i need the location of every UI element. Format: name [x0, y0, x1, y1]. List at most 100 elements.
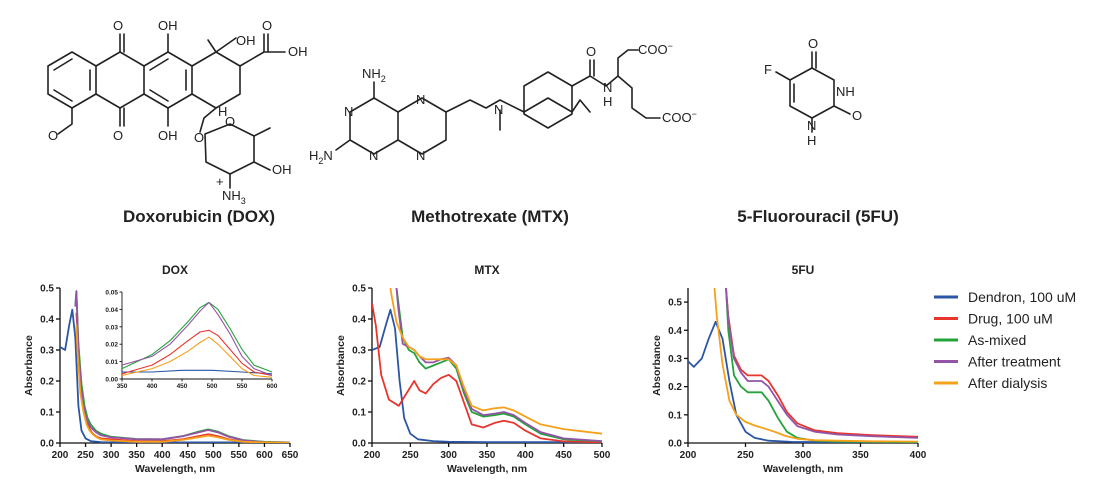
mtx-ylabel: Absorbance [335, 335, 347, 396]
dox-atom-oh5: OH [272, 162, 292, 177]
dox-inset-y-tick-label: 0.05 [105, 290, 118, 297]
fu-series-dendron-100-um [688, 320, 918, 443]
fu-y-tick-label: 0.3 [668, 354, 682, 365]
dox-series-after-treatment [74, 290, 291, 443]
mtx-y-tick-label: 0.0 [352, 439, 366, 450]
chart-5fu: 200 250 300 350 400 0.0 0.1 0.2 0.3 0.4 0.5 5FU Wave… [651, 263, 927, 475]
dox-xlabel: Wavelength, nm [135, 463, 215, 475]
dox-atom-oh4: OH [158, 128, 178, 143]
dox-x-tick-label: 500 [205, 450, 222, 461]
dox-inset-x-tick-label: 500 [207, 383, 218, 390]
dox-series-after-dialysis [75, 325, 291, 443]
mtx-atom-n4: N [416, 148, 425, 163]
dox-atom-ome: O [48, 128, 58, 143]
fu-x-tick-label: 300 [795, 450, 812, 461]
dox-x-tick-label: 450 [179, 450, 196, 461]
dox-inset-y-tick-label: 0.04 [105, 307, 118, 314]
mtx-atom-nh2: NH2 [362, 66, 386, 84]
mtx-series-after-treatment [395, 287, 603, 442]
dox-atom-nh3: NH3 [222, 188, 246, 206]
mtx-xlabel: Wavelength, nm [447, 463, 527, 475]
fu-y-tick-label: 0.1 [668, 410, 682, 421]
fu-y-tick-label: 0.5 [668, 298, 682, 309]
dox-y-tick-label: 0.0 [40, 439, 54, 450]
dox-y-tick-label: 0.4 [40, 315, 54, 326]
dox-inset-series-as-mixed [122, 301, 273, 373]
fu-ylabel: Absorbance [651, 335, 663, 396]
mtx-name: Methotrexate (MTX) [411, 207, 569, 226]
fu-y-tick-label: 0.0 [668, 439, 682, 450]
dox-x-tick-label: 200 [52, 450, 69, 461]
legend-label-dendron-100-um: Dendron, 100 uM [968, 289, 1076, 305]
dox-inset-series-dendron-100-um [122, 369, 273, 375]
dox-inset-y-tick-label: 0.02 [105, 342, 118, 349]
dox-atom-oh3: OH [236, 33, 256, 48]
fu-x-tick-label: 400 [910, 450, 927, 461]
mtx-y-tick-label: 0.3 [352, 346, 366, 357]
legend-label-after-treatment: After treatment [968, 354, 1061, 370]
mtx-atom-coo1: COO− [638, 41, 673, 57]
dox-atom-o3: O [113, 128, 123, 143]
fu-series-after-treatment [725, 287, 919, 439]
mtx-series-drug-100-um [372, 303, 603, 443]
dox-atom-oh1: OH [158, 18, 178, 33]
dox-y-tick-label: 0.2 [40, 377, 54, 388]
fu-y-tick-label: 0.4 [668, 326, 682, 337]
dox-inset-x-tick-label: 400 [147, 383, 158, 390]
fu-atom-nh: NH [836, 84, 855, 99]
fu-atom-n: N [807, 118, 816, 133]
fu-y-tick-label: 0.2 [668, 382, 682, 393]
mtx-x-tick-label: 350 [479, 450, 496, 461]
fu-structure: F O NH O N H [764, 36, 862, 148]
fu-x-tick-label: 200 [680, 450, 697, 461]
fu-name: 5-Fluorouracil (5FU) [737, 207, 899, 226]
dox-inset-x-tick-label: 600 [267, 383, 278, 390]
dox-atom-o4: O [194, 130, 204, 145]
dox-y-tick-label: 0.5 [40, 284, 54, 295]
mtx-y-tick-label: 0.1 [352, 408, 366, 419]
fu-series-as-mixed [725, 287, 919, 443]
dox-inset-y-tick-label: 0.01 [105, 359, 118, 366]
mtx-series-dendron-100-um [372, 308, 602, 443]
dox-inset-y-tick-label: 0.03 [105, 324, 118, 331]
dox-x-tick-label: 350 [128, 450, 145, 461]
legend-label-as-mixed: As-mixed [968, 332, 1026, 348]
mtx-x-tick-label: 450 [555, 450, 572, 461]
fu-title: 5FU [792, 263, 815, 277]
dox-atom-nh3-charge: + [216, 174, 224, 189]
dox-atom-h: H [218, 104, 227, 119]
dox-atom-o2: O [262, 18, 272, 33]
dox-inset-x-tick-label: 450 [177, 383, 188, 390]
mtx-series-as-mixed [395, 287, 603, 443]
mtx-atom-n3: N [416, 92, 425, 107]
mtx-structure: NH2 N N N N H2N N O N H COO− COO− [309, 41, 697, 166]
dox-atom-o5: O [225, 114, 235, 129]
dox-ylabel: Absorbance [23, 335, 35, 396]
fu-atom-o2: O [852, 108, 862, 123]
mtx-series-after-dialysis [389, 287, 603, 435]
fu-x-tick-label: 250 [737, 450, 754, 461]
mtx-y-tick-label: 0.4 [352, 315, 366, 326]
dox-x-tick-label: 250 [77, 450, 94, 461]
fu-x-tick-label: 350 [852, 450, 869, 461]
fu-atom-o1: O [808, 36, 818, 51]
mtx-title: MTX [474, 263, 499, 277]
mtx-atom-coo2: COO− [662, 109, 697, 125]
dox-y-tick-label: 0.3 [40, 346, 54, 357]
dox-inset-series-drug-100-um [122, 329, 273, 377]
fu-series-after-dialysis [713, 287, 919, 443]
mtx-x-tick-label: 200 [364, 450, 381, 461]
mtx-atom-n2: N [369, 148, 378, 163]
mtx-x-tick-label: 400 [517, 450, 534, 461]
dox-title: DOX [162, 263, 188, 277]
mtx-atom-n5: N [494, 102, 503, 117]
dox-x-tick-label: 550 [231, 450, 248, 461]
mtx-x-tick-label: 250 [402, 450, 419, 461]
dox-y-tick-label: 0.1 [40, 408, 54, 419]
fu-xlabel: Wavelength, nm [763, 463, 843, 475]
dox-x-tick-label: 400 [154, 450, 171, 461]
